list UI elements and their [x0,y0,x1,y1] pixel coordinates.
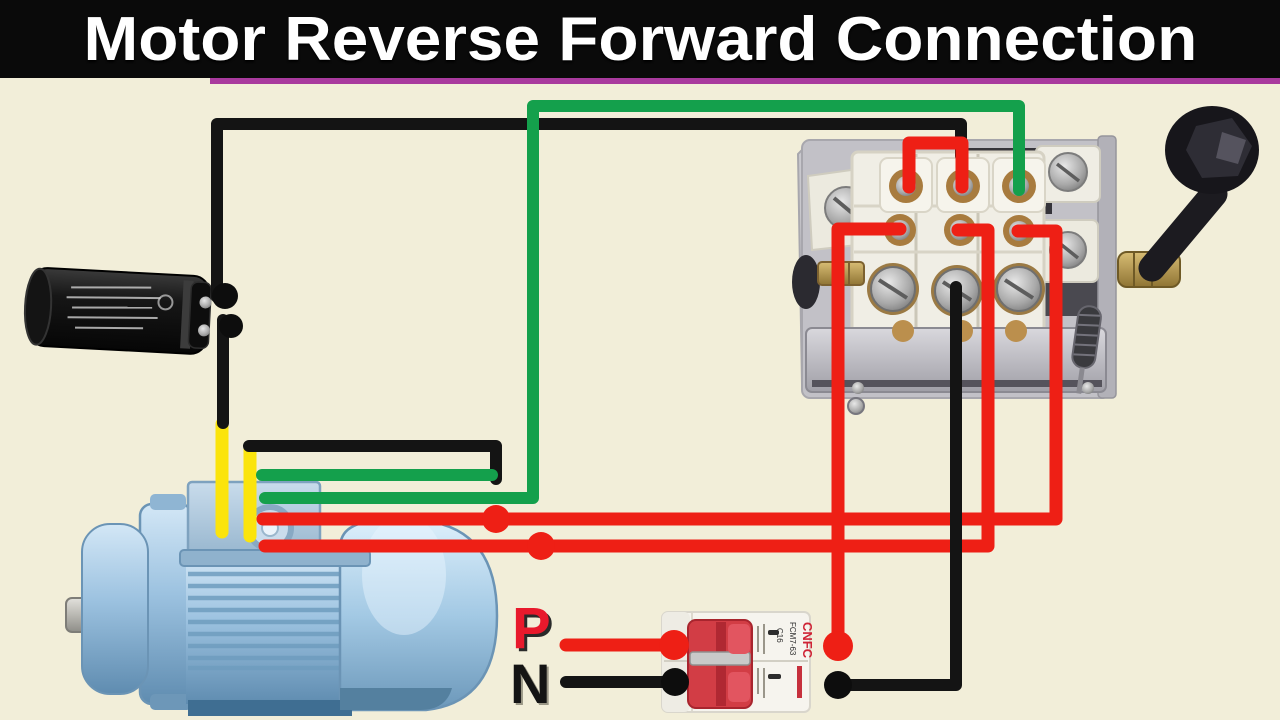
red-wire-2-dot [527,532,555,560]
capacitor-terminal-dot-top [212,283,238,309]
page-title: Motor Reverse Forward Connection [83,4,1197,74]
switch-handle [1117,106,1259,288]
mcb-phase-out-dot [823,631,853,661]
wire-red-terminal-loop [902,136,969,194]
mcb-neutral-out-dot [824,671,852,699]
mcb-phase-in-dot [659,630,689,660]
wires-yellow-capacitor-leads [215,417,257,543]
mcb-neutral-in-dot [661,668,689,696]
motor-finned-body [186,552,358,704]
mcb-model-text: FCM7-63 [788,622,797,656]
wires-green [256,100,1025,504]
junction-dots-red [482,505,853,661]
wire-red-switch-to-motor-1 [256,224,1063,526]
mcb-rating-text: C16 [775,628,784,643]
wire-red-switch-to-motor-2 [258,223,995,553]
wires-red [256,136,1063,652]
wire-green-motor-to-switch [259,100,1025,504]
switch-terminals-row1 [879,157,1046,213]
title-bar: Motor Reverse Forward Connection [0,0,1280,78]
motor-start-capacitor [23,267,212,355]
mcb-brand-text: CNFC [800,622,815,659]
switch-spring [1071,305,1102,394]
junction-dots-black [212,283,852,699]
neutral-label: N [510,652,551,715]
reverse-forward-changeover-switch [792,106,1259,415]
wire-black-jumper [243,440,502,485]
motor-left-cap [81,523,149,695]
capacitor-terminal-dot-bottom [219,314,243,338]
mcb-toggle-levers [687,619,753,709]
wire-red-switch-to-mcb [831,222,907,647]
title-accent-line [210,78,1280,84]
wire-black-switch-to-mcb [834,281,962,691]
phase-label: P [512,596,551,661]
double-pole-mcb: CNFC FCM7-63 C16 [661,611,815,713]
red-wire-1-dot [482,505,510,533]
